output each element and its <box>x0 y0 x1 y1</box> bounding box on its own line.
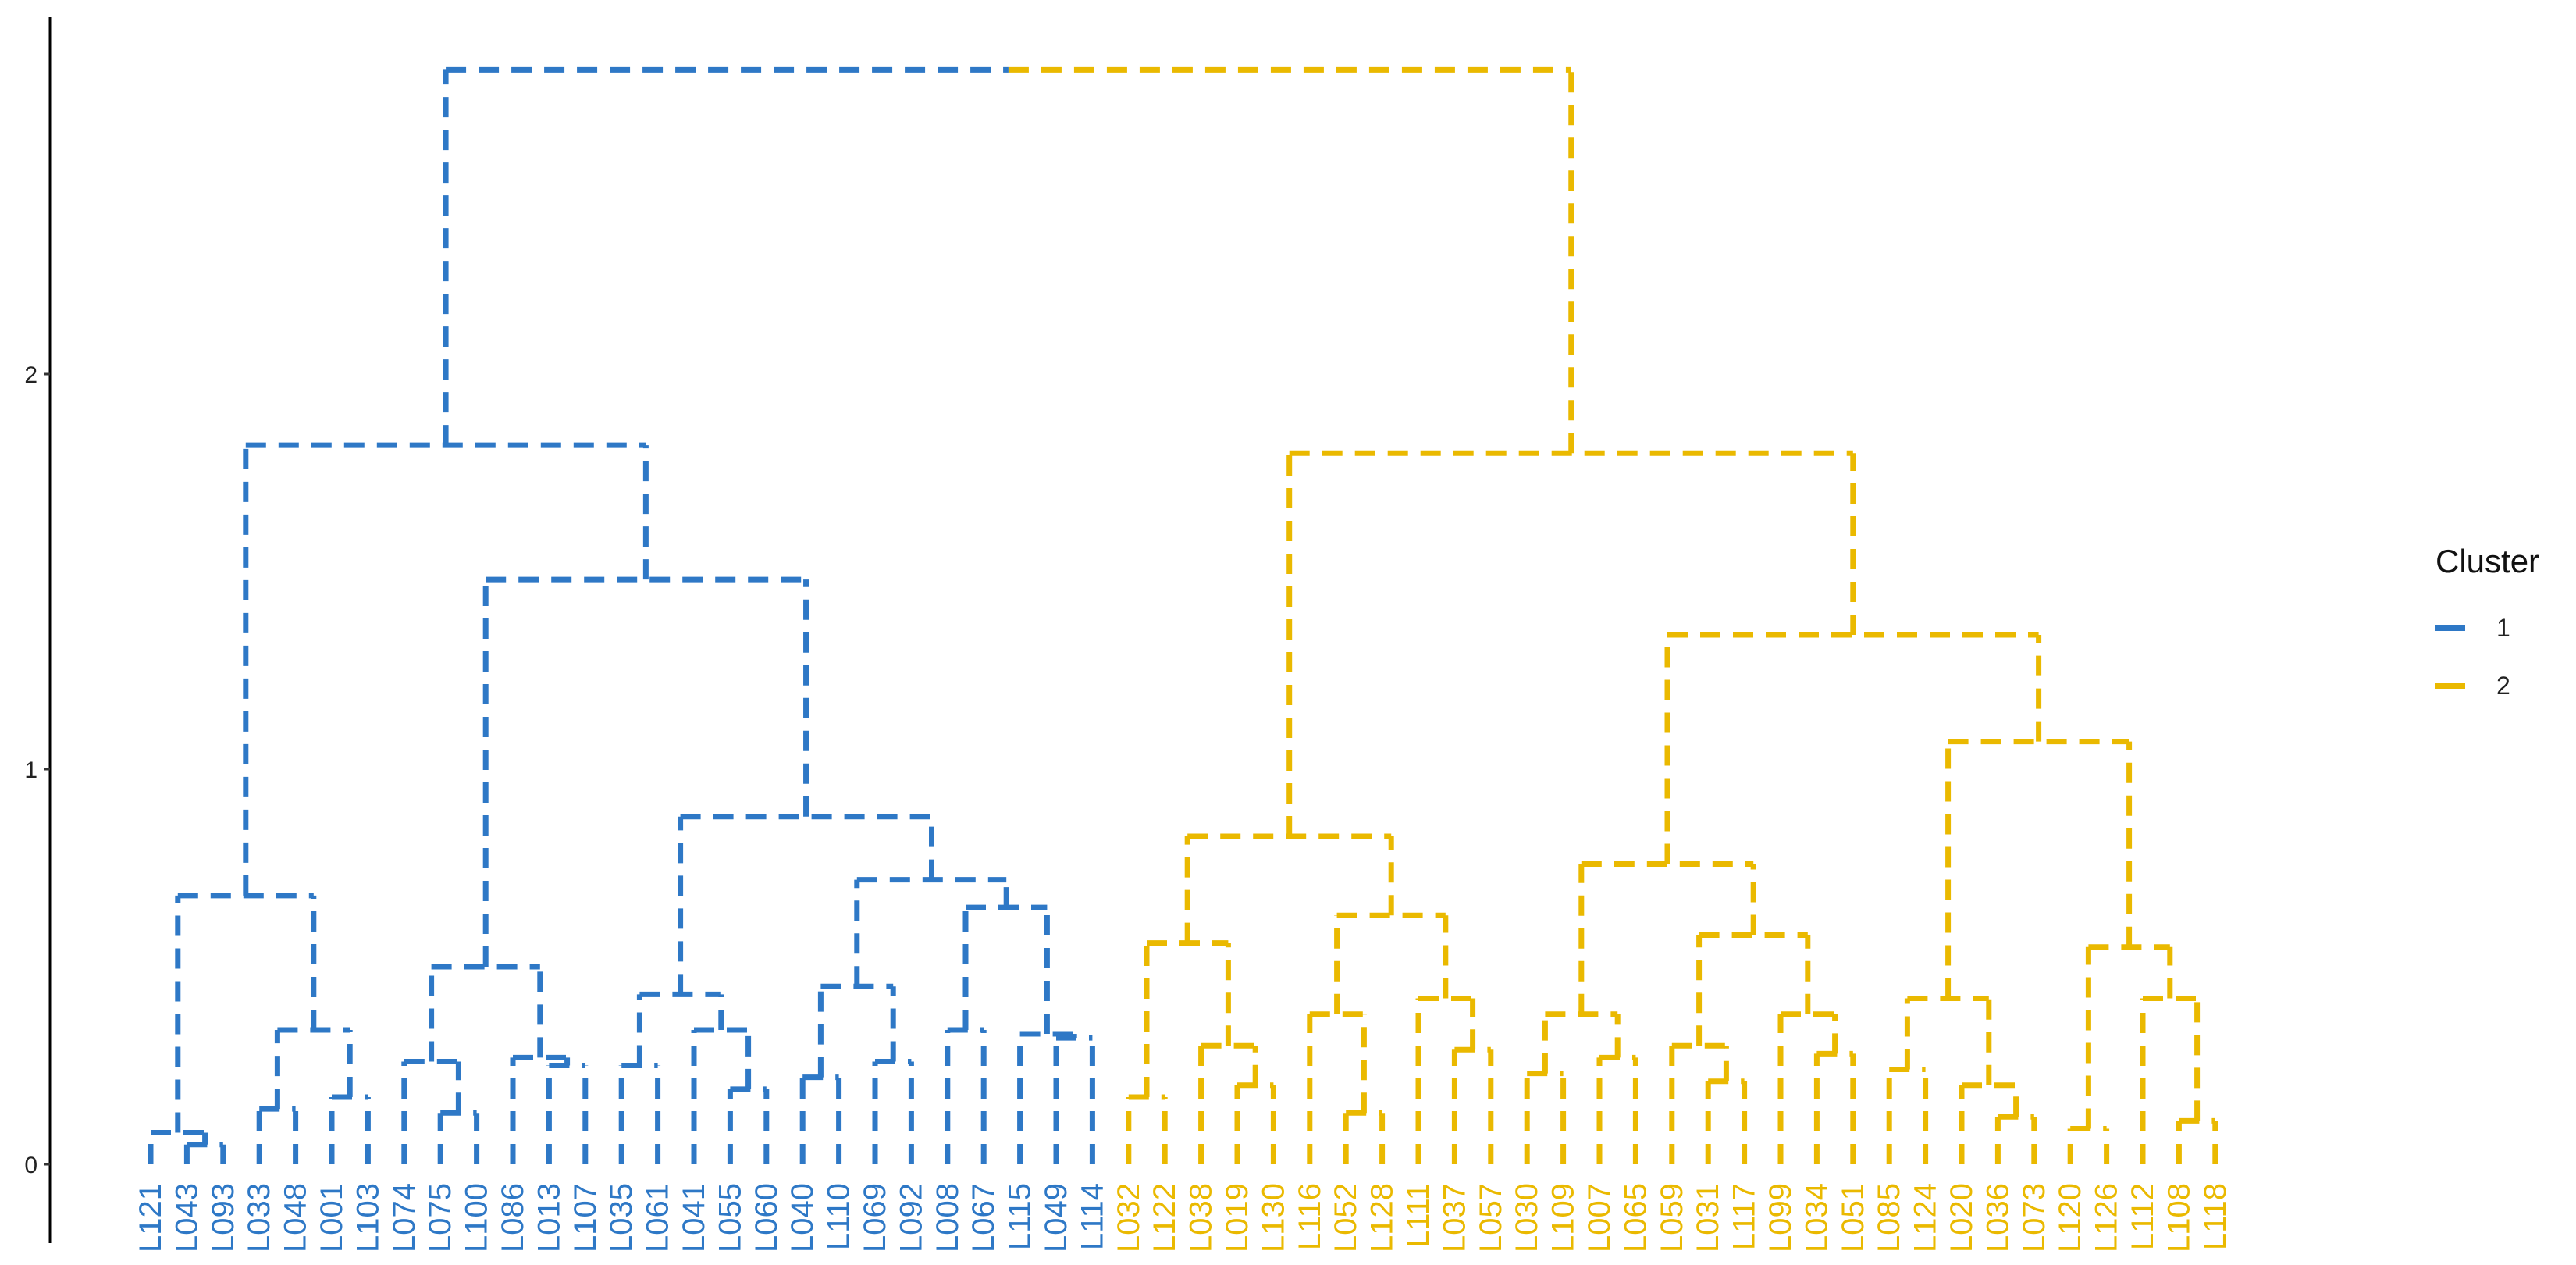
legend-item-cluster-2: 2 <box>2435 657 2568 714</box>
leaf-label: L065 <box>1618 1183 1653 1253</box>
leaf-label: L100 <box>460 1183 494 1253</box>
leaf-label: L122 <box>1147 1183 1182 1253</box>
leaf-label: L073 <box>2017 1183 2051 1253</box>
leaf-label: L060 <box>749 1183 784 1253</box>
leaf-label: L099 <box>1763 1183 1798 1253</box>
y-tick-label: 1 <box>24 757 37 783</box>
legend-label: 1 <box>2496 613 2510 642</box>
leaf-label: L040 <box>785 1183 820 1253</box>
legend-title: Cluster <box>2435 543 2540 579</box>
leaf-label: L120 <box>2053 1183 2087 1253</box>
legend-item-cluster-1: 1 <box>2435 599 2568 657</box>
leaf-label: L055 <box>713 1183 747 1253</box>
leaf-label: L034 <box>1799 1183 1834 1253</box>
leaf-label: L111 <box>1401 1183 1436 1248</box>
leaf-label: L051 <box>1836 1183 1870 1253</box>
leaf-label: L008 <box>930 1183 965 1253</box>
leaf-label: L043 <box>169 1183 204 1253</box>
leaf-label: L007 <box>1582 1183 1617 1253</box>
leaf-label: L118 <box>2198 1183 2233 1250</box>
leaf-label: L124 <box>1909 1183 1943 1253</box>
leaf-label: L069 <box>858 1183 892 1253</box>
leaf-label: L103 <box>350 1183 385 1253</box>
leaf-label: L030 <box>1510 1183 1544 1253</box>
leaf-label: L037 <box>1437 1183 1471 1253</box>
leaf-label: L020 <box>1944 1183 1979 1253</box>
dendrogram-links <box>148 66 2218 1164</box>
leaf-label: L108 <box>2161 1183 2196 1253</box>
leaf-label: L041 <box>677 1183 711 1253</box>
leaf-label: L092 <box>894 1183 928 1253</box>
leaf-label: L048 <box>279 1183 313 1253</box>
leaf-label: L061 <box>641 1183 675 1253</box>
leaf-label: L107 <box>568 1183 603 1253</box>
leaf-label: L112 <box>2126 1183 2160 1250</box>
leaf-label: L033 <box>242 1183 276 1253</box>
leaf-label: L031 <box>1691 1183 1725 1253</box>
leaf-label: L126 <box>2090 1183 2124 1253</box>
leaf-label: L115 <box>1003 1183 1037 1250</box>
leaf-label: L001 <box>315 1183 349 1253</box>
y-tick-label: 0 <box>24 1153 37 1178</box>
leaf-label: L085 <box>1872 1183 1906 1253</box>
leaf-label: L057 <box>1474 1183 1508 1253</box>
legend-key-cluster-2 <box>2435 682 2465 689</box>
leaf-label: L117 <box>1727 1183 1762 1250</box>
leaf-label: L116 <box>1293 1183 1327 1250</box>
leaf-label: L038 <box>1184 1183 1219 1253</box>
leaf-label: L114 <box>1075 1183 1109 1250</box>
leaf-label: L036 <box>1980 1183 2015 1253</box>
legend-label: 2 <box>2496 671 2510 700</box>
leaf-label: L121 <box>133 1183 168 1253</box>
y-tick-label: 2 <box>24 362 37 388</box>
leaf-label: L074 <box>387 1183 422 1253</box>
leaf-label: L032 <box>1112 1183 1146 1253</box>
leaf-label: L067 <box>966 1183 1001 1253</box>
leaf-label: L013 <box>532 1183 566 1253</box>
leaf-label: L075 <box>423 1183 457 1253</box>
leaf-label: L019 <box>1220 1183 1254 1253</box>
leaf-label: L049 <box>1039 1183 1073 1253</box>
leaf-label: L035 <box>604 1183 639 1253</box>
legend-key-cluster-1 <box>2435 625 2465 631</box>
legend: Cluster 1 2 <box>2435 543 2568 714</box>
leaf-label: L093 <box>206 1183 240 1253</box>
leaf-label: L128 <box>1365 1183 1400 1253</box>
leaf-label: L109 <box>1546 1183 1581 1253</box>
leaf-label: L052 <box>1329 1183 1363 1253</box>
leaf-label: L086 <box>496 1183 530 1253</box>
leaf-label: L130 <box>1256 1183 1290 1253</box>
leaf-label: L059 <box>1655 1183 1689 1253</box>
leaf-label: L110 <box>822 1183 856 1250</box>
y-axis: 0 1 2 <box>24 17 52 1243</box>
